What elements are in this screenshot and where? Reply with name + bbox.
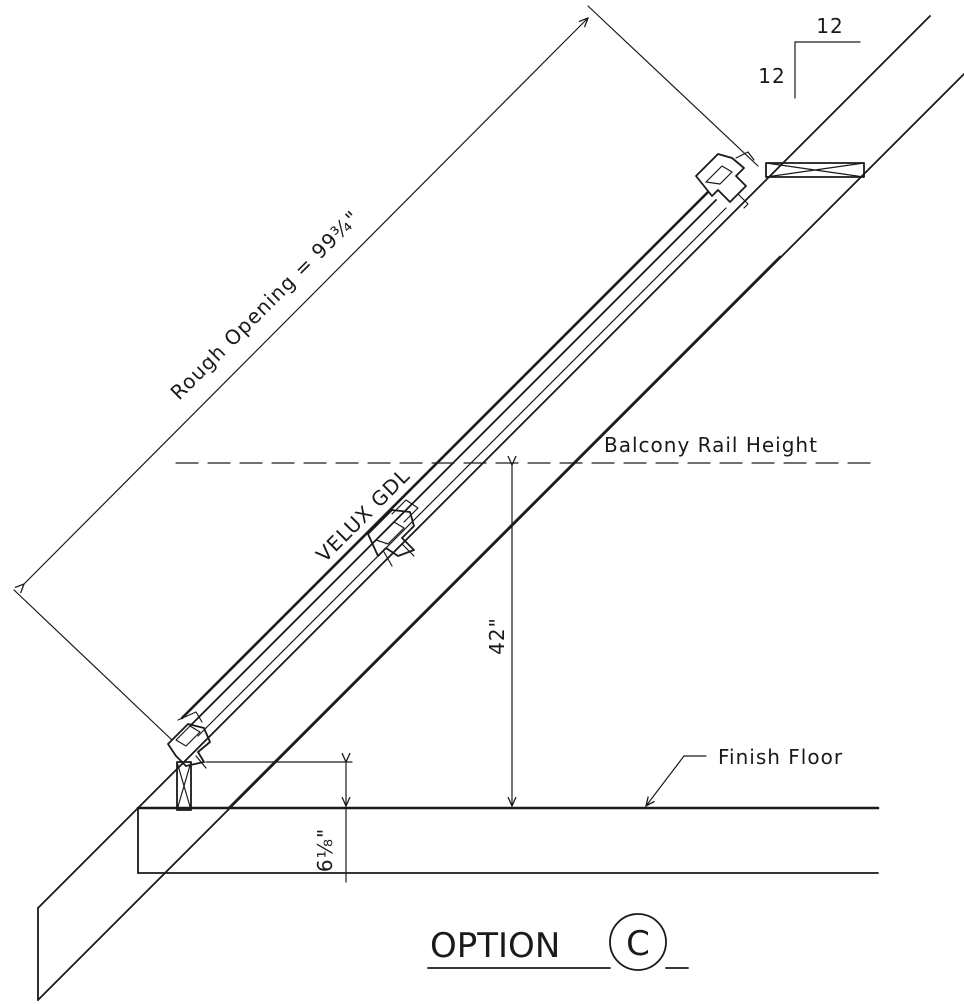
floor-offset-label: 6⅛": [313, 828, 337, 872]
rail-height-label: Balcony Rail Height: [604, 433, 818, 457]
rough-opening-label: Rough Opening = 99¾": [166, 206, 365, 405]
bottom-frame-profile: [167, 711, 211, 769]
extension-line-bottom: [13, 589, 173, 741]
velux-gdl-window: [167, 151, 755, 769]
pitch-run-label: 12: [816, 14, 843, 38]
top-frame-profile: [695, 151, 755, 209]
floor-offset-dimension: 6⅛": [205, 762, 353, 883]
finish-floor-callout: Finish Floor: [646, 745, 843, 806]
rough-opening-dimension: Rough Opening = 99¾": [13, 5, 759, 741]
bottom-sill-block: [176, 761, 192, 811]
product-label: VELUX GDL: [311, 463, 414, 566]
floor-slab: [136, 806, 880, 874]
option-circle: [609, 913, 667, 971]
top-header-block: [765, 162, 865, 178]
roof-inner-edge: [37, 73, 964, 1001]
option-letter: C: [626, 924, 650, 964]
rail-height-value: 42": [485, 617, 509, 655]
roof-outer-edge: [37, 15, 931, 909]
option-word: OPTION: [430, 926, 560, 966]
balcony-rail-height: Balcony Rail Height 42": [175, 433, 873, 806]
option-title: OPTION C: [427, 913, 689, 971]
finish-floor-label: Finish Floor: [718, 745, 843, 769]
pitch-rise-label: 12: [758, 64, 785, 88]
roof-pitch-symbol: 12 12: [758, 14, 861, 99]
rough-opening-dimension-line: [24, 18, 588, 584]
opening-inner-line-upper: [539, 255, 781, 497]
extension-line-top: [587, 5, 759, 167]
